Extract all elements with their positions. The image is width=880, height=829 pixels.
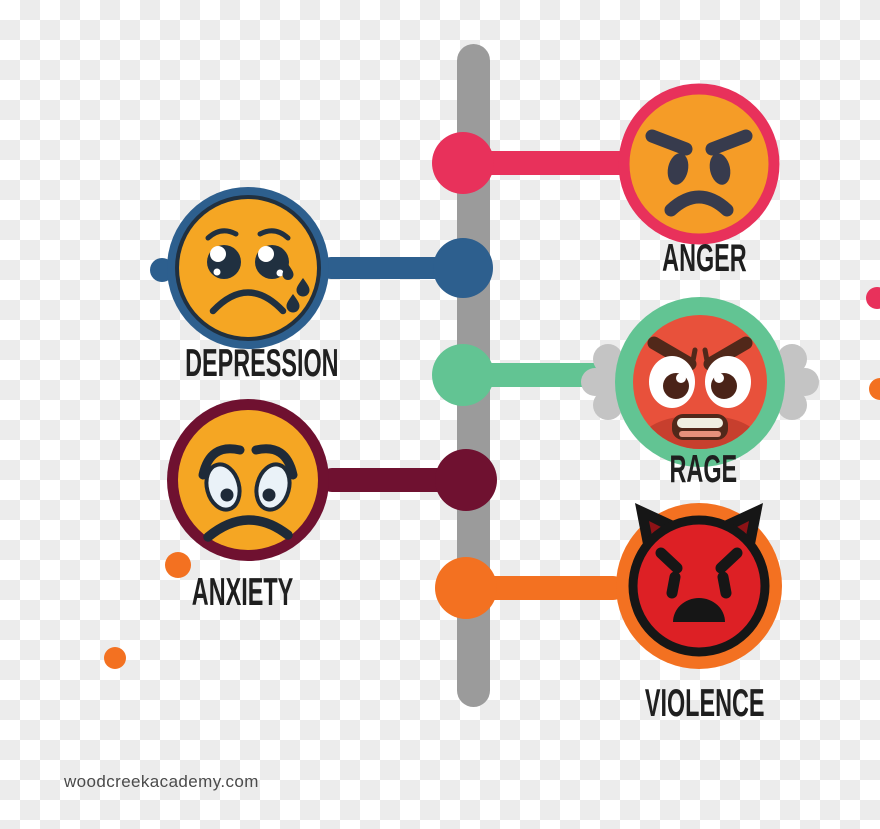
- label-anxiety-text: ANXIETY: [192, 571, 294, 614]
- accent-dot-right-top: [866, 287, 880, 309]
- label-violence: VIOLENCE: [595, 684, 815, 723]
- timeline-node-rage: [432, 344, 494, 406]
- site-credit: woodcreekacademy.com: [64, 772, 259, 791]
- label-rage: RAGE: [593, 450, 813, 489]
- crying-sad-face-icon: [167, 187, 329, 349]
- timeline-node-anger: [432, 132, 494, 194]
- accent-dot-bottom-left: [104, 647, 126, 669]
- devil-face-icon: [616, 503, 782, 669]
- timeline-node-anxiety: [435, 449, 497, 511]
- accent-dot-right-middle: [869, 378, 880, 400]
- label-violence-text: VIOLENCE: [645, 682, 765, 725]
- label-anger: ANGER: [594, 239, 814, 278]
- connector-bar-depression: [320, 257, 463, 279]
- label-depression: DEPRESSION: [134, 344, 354, 383]
- timeline-node-depression: [433, 238, 493, 298]
- accent-dot-behind-anxiety: [165, 552, 191, 578]
- label-depression-text: DEPRESSION: [185, 342, 339, 385]
- timeline-node-violence: [435, 557, 497, 619]
- angry-face-icon: [618, 83, 780, 245]
- label-anxiety: ANXIETY: [133, 573, 353, 612]
- label-rage-text: RAGE: [669, 448, 737, 491]
- label-anger-text: ANGER: [661, 237, 747, 280]
- worried-face-icon: [167, 399, 329, 561]
- steaming-rage-face-icon: [581, 297, 819, 467]
